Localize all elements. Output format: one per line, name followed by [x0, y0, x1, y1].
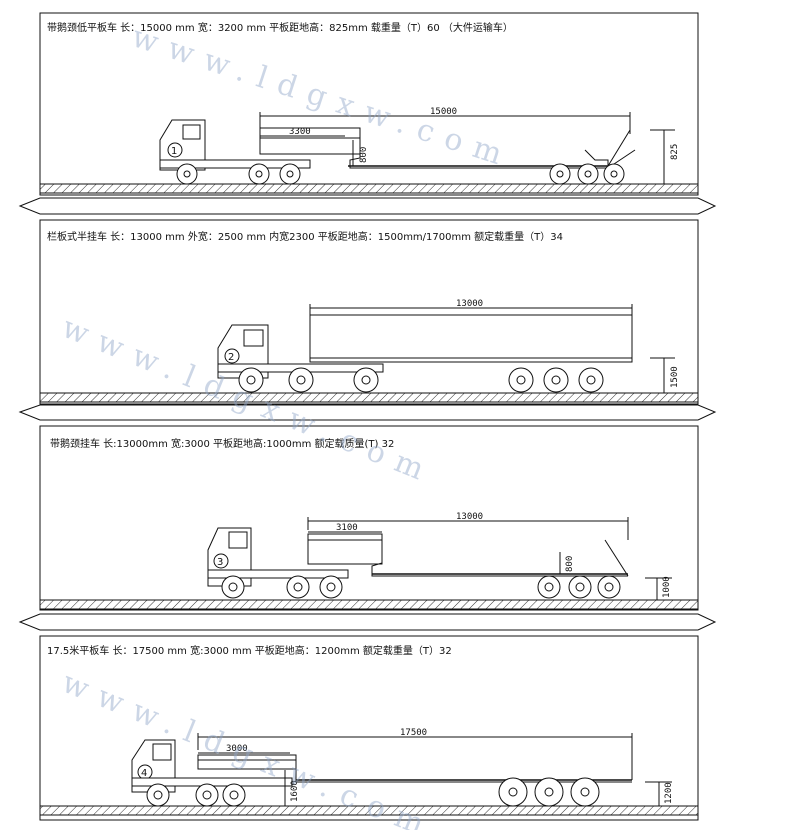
panel-title: 栏板式半挂车 长：13000 mm 外宽：2500 mm 内宽2300 平板距地… [47, 230, 563, 243]
truck-number: 4 [141, 768, 147, 779]
length-dim: 13000 [456, 512, 483, 522]
deck-height-dim: 1500 [670, 366, 680, 388]
panel-1: 带鹅颈低平板车 长：15000 mm 宽：3200 mm 平板距地高：825mm… [39, 12, 699, 196]
watermark: www.ldgxw.com www.ldgxw.com www.ldgxw.co… [57, 19, 518, 830]
deck-height-dim: 1000 [662, 576, 672, 598]
gooseneck-dim: 3100 [336, 523, 358, 533]
panel-frame [39, 219, 699, 405]
gooseneck [198, 759, 632, 783]
wheels [238, 367, 604, 393]
ground-hatch [39, 599, 699, 610]
panel-frame [39, 12, 699, 196]
tractor-frame [207, 569, 349, 579]
deck-height-dim: 1200 [664, 782, 674, 804]
trailer-body [309, 314, 633, 363]
length-dim: 13000 [456, 299, 483, 309]
panel-separator [18, 613, 717, 631]
panel-4: 17.5米平板车 长：17500 mm 宽:3000 mm 平板距地高：1200… [39, 635, 699, 821]
loading-ramp [604, 539, 629, 577]
panel-title: 带鹅颈低平板车 长：15000 mm 宽：3200 mm 平板距地高：825mm… [47, 21, 513, 34]
panel-separator [18, 197, 717, 215]
gooseneck-deck [259, 127, 361, 155]
deck-height-dim: 825 [670, 144, 680, 160]
length-dim: 15000 [430, 107, 457, 117]
panel-2: 栏板式半挂车 长：13000 mm 外宽：2500 mm 内宽2300 平板距地… [39, 219, 699, 405]
gooseneck-deck [197, 754, 297, 770]
wheels [146, 777, 600, 807]
ground-hatch [39, 805, 699, 816]
side-dim: 800 [359, 147, 369, 163]
svg-text:www.ldgxw.com: www.ldgxw.com [57, 665, 440, 830]
side-dim: 1600 [290, 780, 300, 802]
panel-separator [18, 404, 717, 421]
truck-number: 3 [217, 557, 223, 568]
wheels [221, 575, 621, 599]
ground-hatch [39, 183, 699, 194]
ground-hatch [39, 392, 699, 403]
length-dim: 17500 [400, 728, 427, 738]
tractor-frame [159, 159, 311, 169]
panel-title: 带鹅颈挂车 长:13000mm 宽:3000 平板距地高:1000mm 额定载质… [50, 437, 394, 450]
gooseneck-deck [307, 533, 383, 565]
gooseneck-dim: 3000 [226, 744, 248, 754]
gooseneck-dim: 3300 [289, 127, 311, 137]
tractor-cab: 1 [159, 119, 206, 171]
panel-3: 带鹅颈挂车 长:13000mm 宽:3000 平板距地高:1000mm 额定载质… [39, 425, 699, 611]
panel-frame [39, 635, 699, 821]
gooseneck [308, 539, 628, 577]
wheels [176, 163, 625, 185]
truck-number: 1 [171, 146, 177, 157]
side-dim: 800 [565, 556, 575, 572]
truck-number: 2 [228, 352, 234, 363]
panel-title: 17.5米平板车 长：17500 mm 宽:3000 mm 平板距地高：1200… [47, 644, 452, 657]
panel-frame [39, 425, 699, 611]
